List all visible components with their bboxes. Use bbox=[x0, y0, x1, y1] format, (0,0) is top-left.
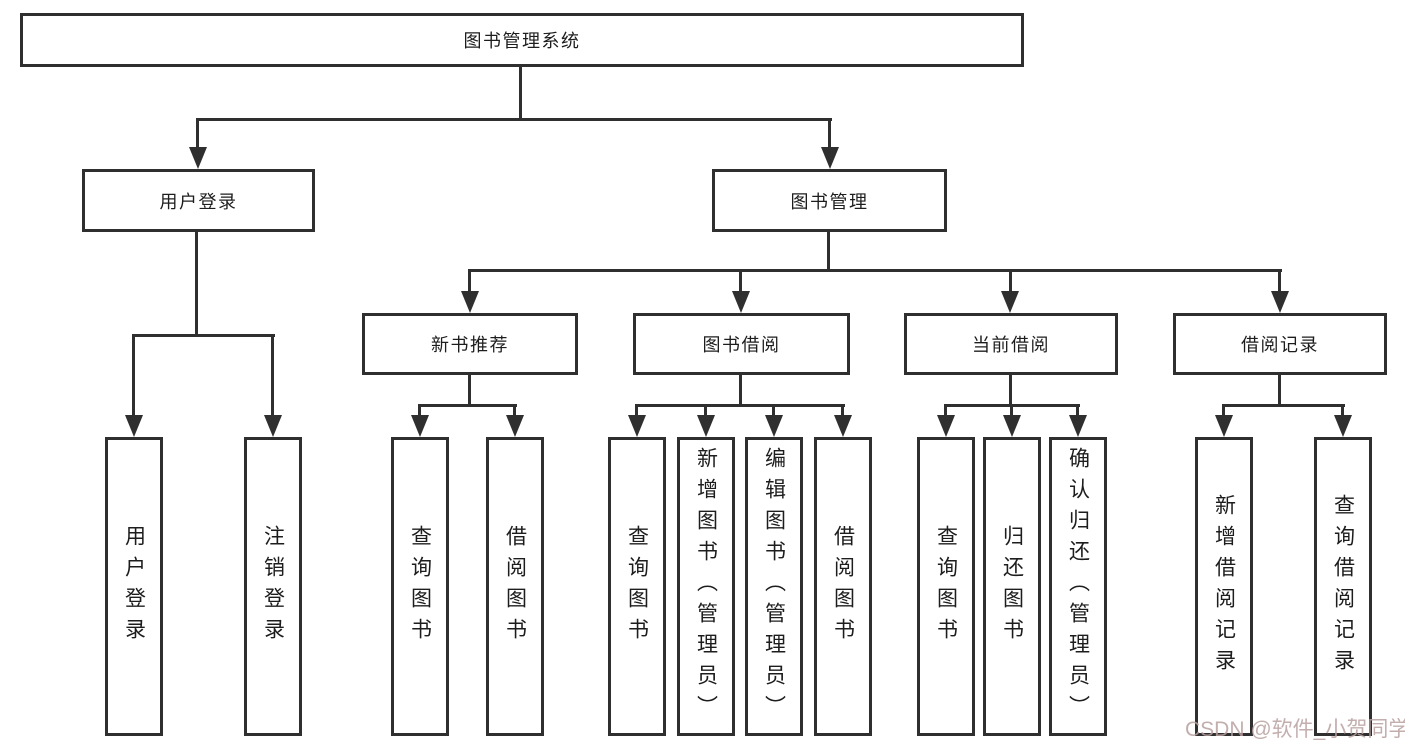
arrowhead-down bbox=[937, 415, 955, 437]
leaf-bb-add-books-admin: 新增图书（管理员） bbox=[677, 437, 735, 736]
connector-line bbox=[841, 404, 844, 418]
connector-line bbox=[195, 230, 198, 336]
leaf-bb-edit-books-admin: 编辑图书（管理员） bbox=[745, 437, 803, 736]
arrowhead-down bbox=[264, 415, 282, 437]
connector-line bbox=[271, 334, 274, 417]
node-current-borrow: 当前借阅 bbox=[904, 313, 1118, 375]
arrowhead-down bbox=[834, 415, 852, 437]
arrowhead-down bbox=[765, 415, 783, 437]
node-user-login-group: 用户登录 bbox=[82, 169, 315, 232]
leaf-label: 借阅图书 bbox=[503, 524, 527, 649]
connector-line bbox=[468, 269, 471, 295]
leaf-label: 新增图书（管理员） bbox=[694, 447, 718, 726]
leaf-br-add-record: 新增借阅记录 bbox=[1195, 437, 1253, 736]
leaf-br-query-record: 查询借阅记录 bbox=[1314, 437, 1372, 736]
leaf-nb-query-books: 查询图书 bbox=[391, 437, 449, 736]
connector-line bbox=[704, 404, 707, 418]
connector-line bbox=[132, 334, 275, 337]
node-label: 图书管理系统 bbox=[463, 31, 581, 51]
arrowhead-down bbox=[411, 415, 429, 437]
connector-line bbox=[1278, 269, 1281, 295]
node-borrow-records: 借阅记录 bbox=[1173, 313, 1387, 375]
connector-line bbox=[418, 404, 421, 418]
arrowhead-down bbox=[697, 415, 715, 437]
connector-line bbox=[635, 404, 845, 407]
leaf-label: 查询图书 bbox=[934, 524, 958, 649]
leaf-label: 新增借阅记录 bbox=[1212, 493, 1236, 680]
arrowhead-down bbox=[1001, 291, 1019, 313]
connector-line bbox=[418, 404, 517, 407]
arrowhead-down bbox=[189, 147, 207, 169]
connector-line bbox=[1009, 269, 1012, 295]
arrowhead-down bbox=[1003, 415, 1021, 437]
arrowhead-down bbox=[1271, 291, 1289, 313]
leaf-user-login: 用户登录 bbox=[105, 437, 163, 736]
connector-line bbox=[739, 373, 742, 407]
arrowhead-down bbox=[628, 415, 646, 437]
leaf-cb-return-books: 归还图书 bbox=[983, 437, 1041, 736]
arrowhead-down bbox=[125, 415, 143, 437]
connector-line bbox=[1010, 404, 1013, 418]
connector-line bbox=[1076, 404, 1079, 418]
node-book-borrow: 图书借阅 bbox=[633, 313, 850, 375]
node-label: 图书管理 bbox=[790, 191, 869, 212]
connector-line bbox=[635, 404, 638, 418]
leaf-label: 用户登录 bbox=[122, 524, 146, 649]
leaf-logout: 注销登录 bbox=[244, 437, 302, 736]
connector-line bbox=[196, 118, 199, 150]
leaf-bb-query-books: 查询图书 bbox=[608, 437, 666, 736]
connector-line bbox=[1009, 373, 1012, 407]
leaf-cb-confirm-return-admin: 确认归还（管理员） bbox=[1049, 437, 1107, 736]
arrowhead-down bbox=[1069, 415, 1087, 437]
node-new-book-recommend: 新书推荐 bbox=[362, 313, 578, 375]
connector-line bbox=[132, 334, 135, 417]
arrowhead-down bbox=[821, 147, 839, 169]
arrowhead-down bbox=[461, 291, 479, 313]
arrowhead-down bbox=[732, 291, 750, 313]
node-library-system: 图书管理系统 bbox=[20, 13, 1024, 67]
connector-line bbox=[944, 404, 947, 418]
connector-line bbox=[827, 230, 830, 271]
connector-line bbox=[513, 404, 516, 418]
connector-line bbox=[1222, 404, 1345, 407]
connector-line bbox=[196, 118, 832, 121]
leaf-label: 归还图书 bbox=[1000, 524, 1024, 649]
leaf-label: 查询图书 bbox=[408, 524, 432, 649]
leaf-label: 确认归还（管理员） bbox=[1066, 447, 1090, 726]
leaf-label: 查询借阅记录 bbox=[1331, 493, 1355, 680]
connector-line bbox=[828, 118, 831, 150]
arrowhead-down bbox=[506, 415, 524, 437]
connector-line bbox=[772, 404, 775, 418]
connector-line bbox=[1278, 373, 1281, 407]
connector-line bbox=[468, 269, 1282, 272]
leaf-label: 借阅图书 bbox=[831, 524, 855, 649]
leaf-label: 注销登录 bbox=[261, 524, 285, 649]
leaf-label: 查询图书 bbox=[625, 524, 649, 649]
connector-line bbox=[1222, 404, 1225, 418]
node-label: 新书推荐 bbox=[431, 335, 509, 355]
arrowhead-down bbox=[1215, 415, 1233, 437]
connector-line bbox=[468, 373, 471, 407]
node-label: 用户登录 bbox=[159, 191, 238, 212]
node-label: 借阅记录 bbox=[1241, 335, 1319, 355]
connector-line bbox=[739, 269, 742, 295]
leaf-cb-query-books: 查询图书 bbox=[917, 437, 975, 736]
node-label: 图书借阅 bbox=[702, 335, 781, 355]
connector-line bbox=[1341, 404, 1344, 418]
node-label: 当前借阅 bbox=[972, 335, 1050, 355]
csdn-watermark: CSDN @软件_小贺同学 bbox=[1185, 718, 1405, 741]
leaf-label: 编辑图书（管理员） bbox=[762, 447, 786, 726]
connector-line bbox=[519, 64, 522, 121]
leaf-nb-borrow-books: 借阅图书 bbox=[486, 437, 544, 736]
arrowhead-down bbox=[1334, 415, 1352, 437]
leaf-bb-borrow-books: 借阅图书 bbox=[814, 437, 872, 736]
node-book-management: 图书管理 bbox=[712, 169, 947, 232]
